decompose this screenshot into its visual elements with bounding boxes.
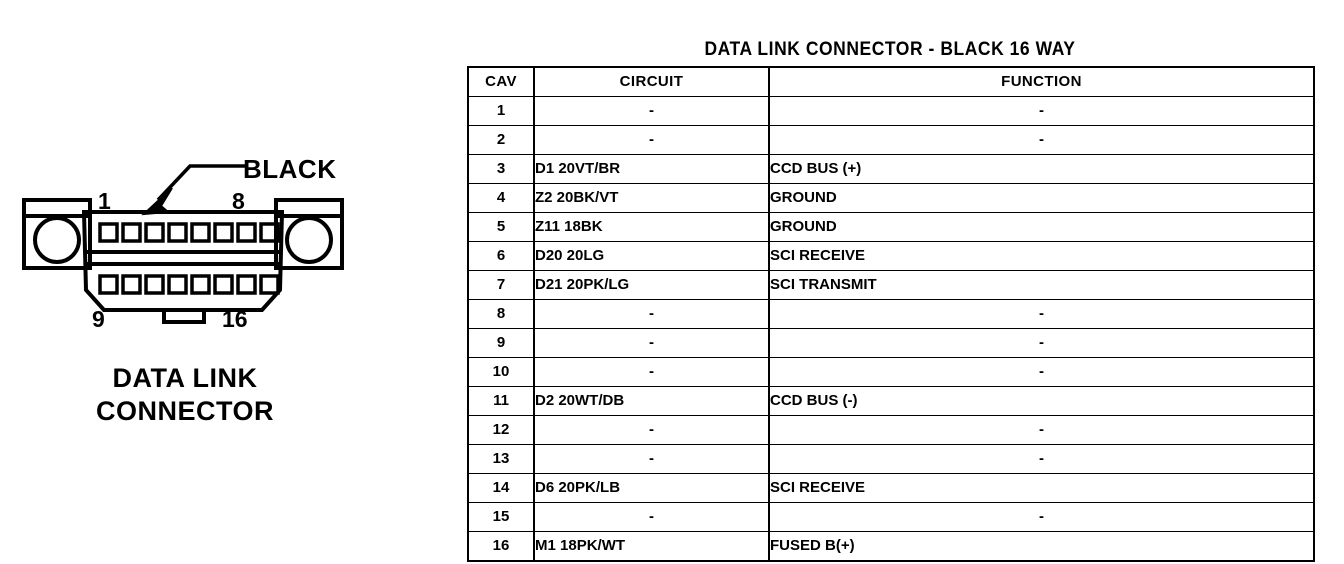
cell-function: FUSED B(+) — [768, 531, 1315, 562]
cell-circuit: D21 20PK/LG — [533, 270, 770, 300]
table-row: 12-- — [467, 415, 1315, 445]
table-row: 13-- — [467, 444, 1315, 474]
cell-cav: 12 — [467, 415, 535, 445]
cell-cav: 11 — [467, 386, 535, 416]
pin-row-bottom — [98, 274, 280, 295]
cell-function: - — [768, 125, 1315, 155]
cell-cav: 2 — [467, 125, 535, 155]
pin-label-9: 9 — [92, 306, 105, 332]
column-header-function: FUNCTION — [768, 66, 1315, 97]
cell-circuit: D2 20WT/DB — [533, 386, 770, 416]
cell-cav: 14 — [467, 473, 535, 503]
cell-cav: 16 — [467, 531, 535, 562]
cell-circuit: Z11 18BK — [533, 212, 770, 242]
cell-function: - — [768, 328, 1315, 358]
pin-label-16: 16 — [222, 306, 248, 332]
cell-function: CCD BUS (+) — [768, 154, 1315, 184]
cell-circuit: - — [533, 415, 770, 445]
cell-circuit: - — [533, 96, 770, 126]
cell-function: SCI TRANSMIT — [768, 270, 1315, 300]
figure-caption-line-1: DATA LINK — [112, 363, 258, 393]
cell-circuit: D1 20VT/BR — [533, 154, 770, 184]
connector-diagram-icon — [22, 164, 344, 324]
figure-caption-line-2: CONNECTOR — [95, 395, 274, 426]
cell-function: - — [768, 299, 1315, 329]
cell-function: GROUND — [768, 212, 1315, 242]
cell-cav: 9 — [467, 328, 535, 358]
cell-circuit: D20 20LG — [533, 241, 770, 271]
cell-circuit: - — [533, 444, 770, 474]
cell-cav: 4 — [467, 183, 535, 213]
cell-cav: 5 — [467, 212, 535, 242]
table-title: DATA LINK CONNECTOR - BLACK 16 WAY — [704, 39, 1076, 60]
callout-leader-line — [156, 164, 245, 202]
table-row: 8-- — [467, 299, 1315, 329]
pin-row-top — [98, 222, 280, 243]
cell-function: - — [768, 502, 1315, 532]
cell-circuit: Z2 20BK/VT — [533, 183, 770, 213]
cell-circuit: D6 20PK/LB — [533, 473, 770, 503]
pin-label-8: 8 — [232, 188, 245, 214]
table-row: 1-- — [467, 96, 1315, 126]
cell-cav: 10 — [467, 357, 535, 387]
table-row: 2-- — [467, 125, 1315, 155]
connector-figure: BLACK 1 8 9 16 DATA LINK CONNECTOR — [0, 0, 440, 564]
cell-cav: 3 — [467, 154, 535, 184]
table-row: 10-- — [467, 357, 1315, 387]
cell-circuit: - — [533, 299, 770, 329]
pin-label-1: 1 — [98, 188, 111, 214]
cell-function: CCD BUS (-) — [768, 386, 1315, 416]
cell-function: SCI RECEIVE — [768, 241, 1315, 271]
table-row: 9-- — [467, 328, 1315, 358]
cell-function: - — [768, 415, 1315, 445]
cell-circuit: - — [533, 328, 770, 358]
cell-cav: 13 — [467, 444, 535, 474]
cell-cav: 1 — [467, 96, 535, 126]
callout-arrowhead — [141, 187, 173, 216]
cell-cav: 6 — [467, 241, 535, 271]
cell-circuit: - — [533, 502, 770, 532]
cell-circuit: - — [533, 125, 770, 155]
cell-function: - — [768, 96, 1315, 126]
cell-cav: 15 — [467, 502, 535, 532]
callout-label-black: BLACK — [243, 154, 337, 184]
column-header-circuit: CIRCUIT — [533, 66, 770, 97]
cell-circuit: M1 18PK/WT — [533, 531, 770, 562]
cell-function: - — [768, 444, 1315, 474]
cell-cav: 8 — [467, 299, 535, 329]
column-header-cav: CAV — [467, 66, 535, 97]
cell-cav: 7 — [467, 270, 535, 300]
pinout-table-block: DATA LINK CONNECTOR - BLACK 16 WAY CAV C… — [467, 39, 1315, 562]
cell-function: GROUND — [768, 183, 1315, 213]
table-header-row: CAV CIRCUIT FUNCTION — [467, 66, 1315, 97]
cell-function: SCI RECEIVE — [768, 473, 1315, 503]
cell-function: - — [768, 357, 1315, 387]
cell-circuit: - — [533, 357, 770, 387]
figure-caption: DATA LINK CONNECTOR — [0, 362, 370, 428]
table-row: 15-- — [467, 502, 1315, 532]
